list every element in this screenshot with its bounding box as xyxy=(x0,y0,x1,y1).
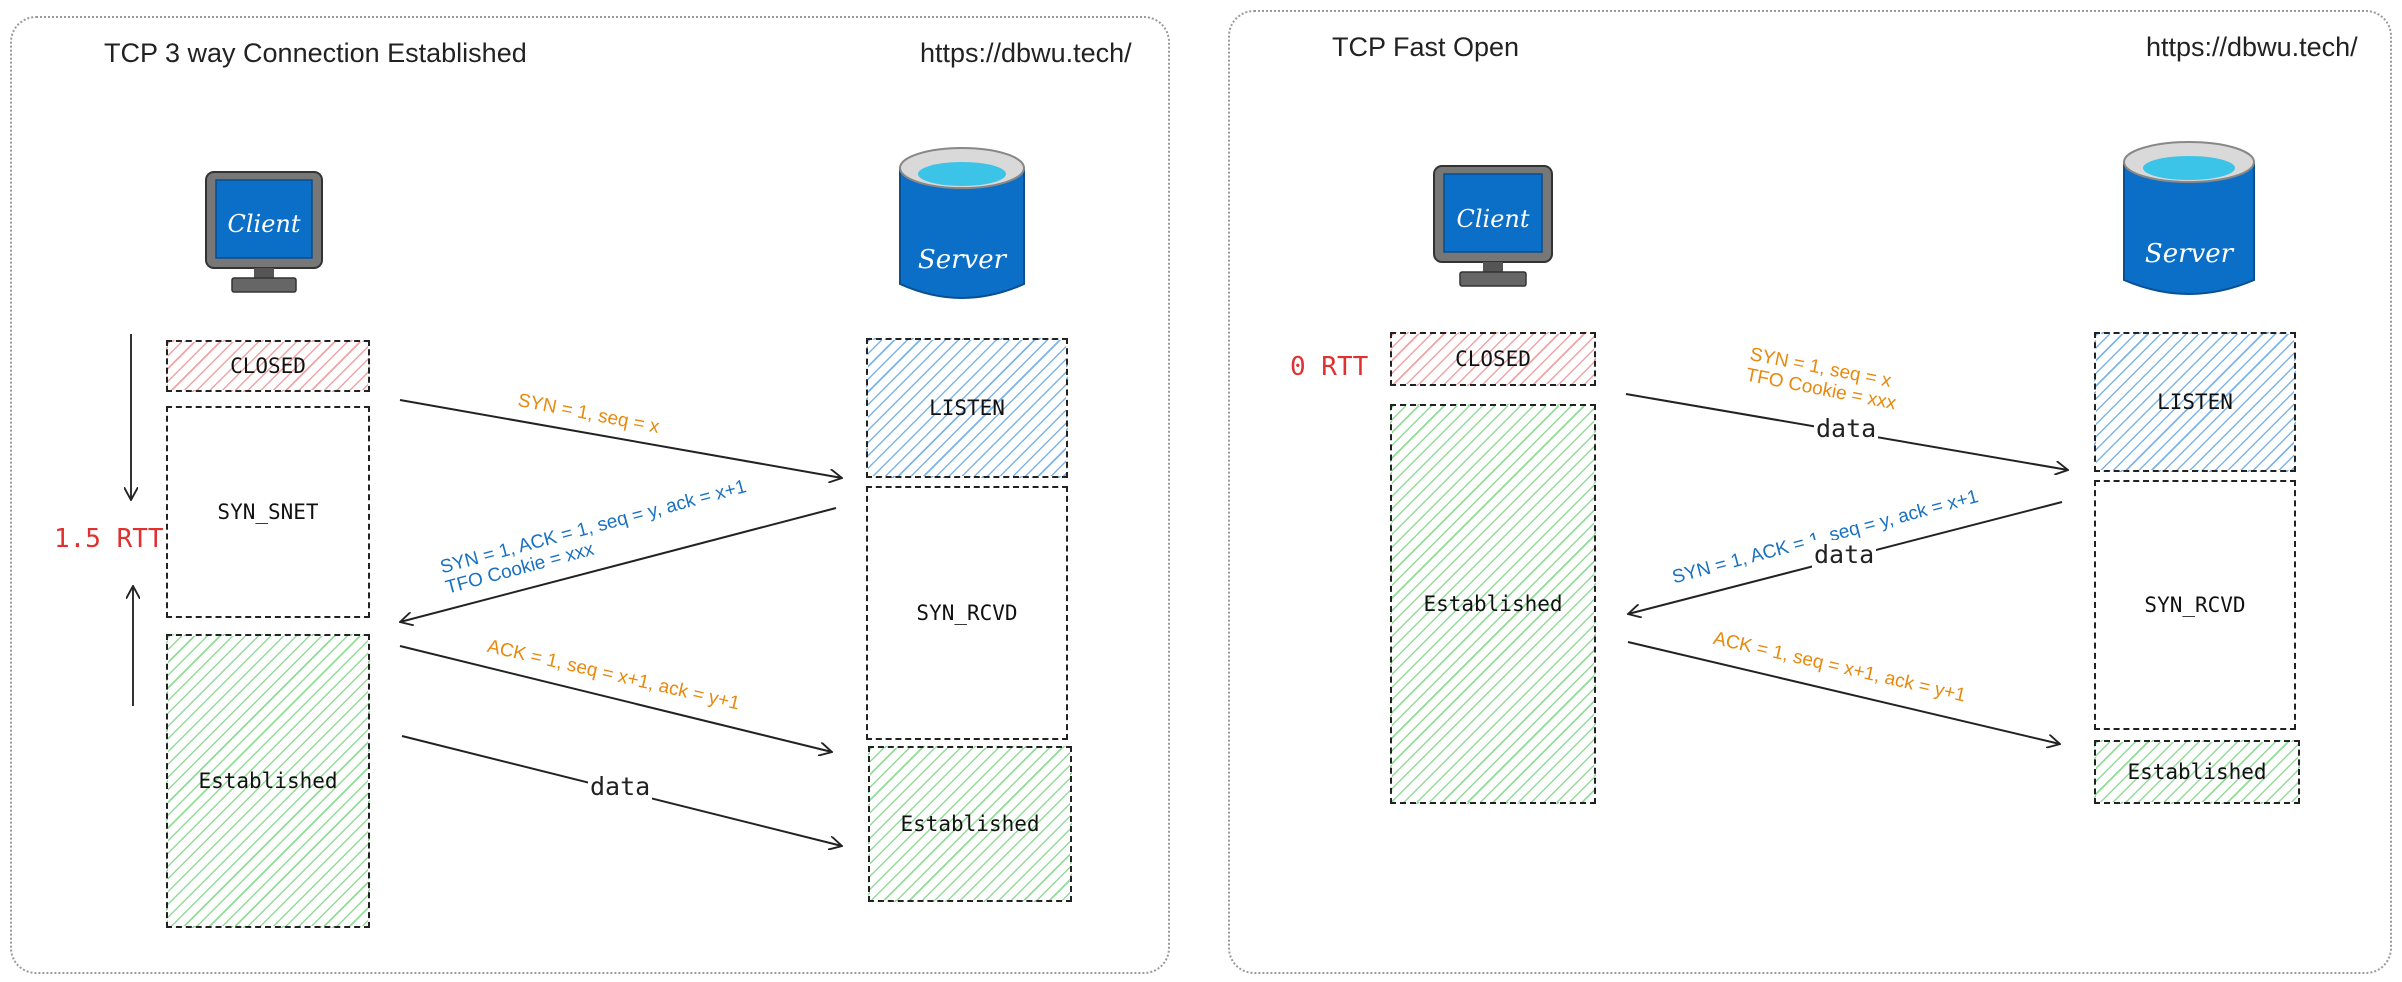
state-established: Established xyxy=(166,634,370,928)
state-listen: LISTEN xyxy=(2094,332,2296,472)
panel-url: https://dbwu.tech/ xyxy=(920,38,1132,68)
client-label: Client xyxy=(227,210,300,238)
state-closed: CLOSED xyxy=(1390,332,1596,386)
rtt-label: 1.5 RTT xyxy=(54,524,164,554)
state-syn-rcvd: SYN_RCVD xyxy=(2094,480,2296,730)
server-label: Server xyxy=(918,245,1008,275)
syn-arrow xyxy=(399,399,842,478)
database-icon: Server xyxy=(899,147,1025,299)
tcp-fast-open-panel xyxy=(1228,10,2392,974)
state-established: Established xyxy=(868,746,1072,902)
data-label: data xyxy=(1812,540,1877,569)
ack-arrow xyxy=(1627,641,2060,744)
syn-ack-arrow xyxy=(400,507,837,622)
panel-title: TCP 3 way Connection Established xyxy=(104,38,527,68)
monitor-icon: Client xyxy=(205,171,323,293)
state-established: Established xyxy=(1390,404,1596,804)
state-syn-snet: SYN_SNET xyxy=(166,406,370,618)
data-label: data xyxy=(1814,414,1879,443)
tcp-3way-panel xyxy=(10,16,1170,974)
rtt-label: 0 RTT xyxy=(1290,352,1369,382)
state-listen: LISTEN xyxy=(866,338,1068,478)
panel-title: TCP Fast Open xyxy=(1332,32,1520,62)
monitor-icon: Client xyxy=(1433,165,1553,287)
data-label: data xyxy=(588,772,653,801)
panel-url: https://dbwu.tech/ xyxy=(2146,32,2358,62)
server-label: Server xyxy=(2145,239,2235,269)
state-closed: CLOSED xyxy=(166,340,370,392)
database-icon: Server xyxy=(2123,141,2255,295)
state-syn-rcvd: SYN_RCVD xyxy=(866,486,1068,740)
ack-arrow xyxy=(399,645,832,752)
client-label: Client xyxy=(1456,205,1529,233)
state-established: Established xyxy=(2094,740,2300,804)
